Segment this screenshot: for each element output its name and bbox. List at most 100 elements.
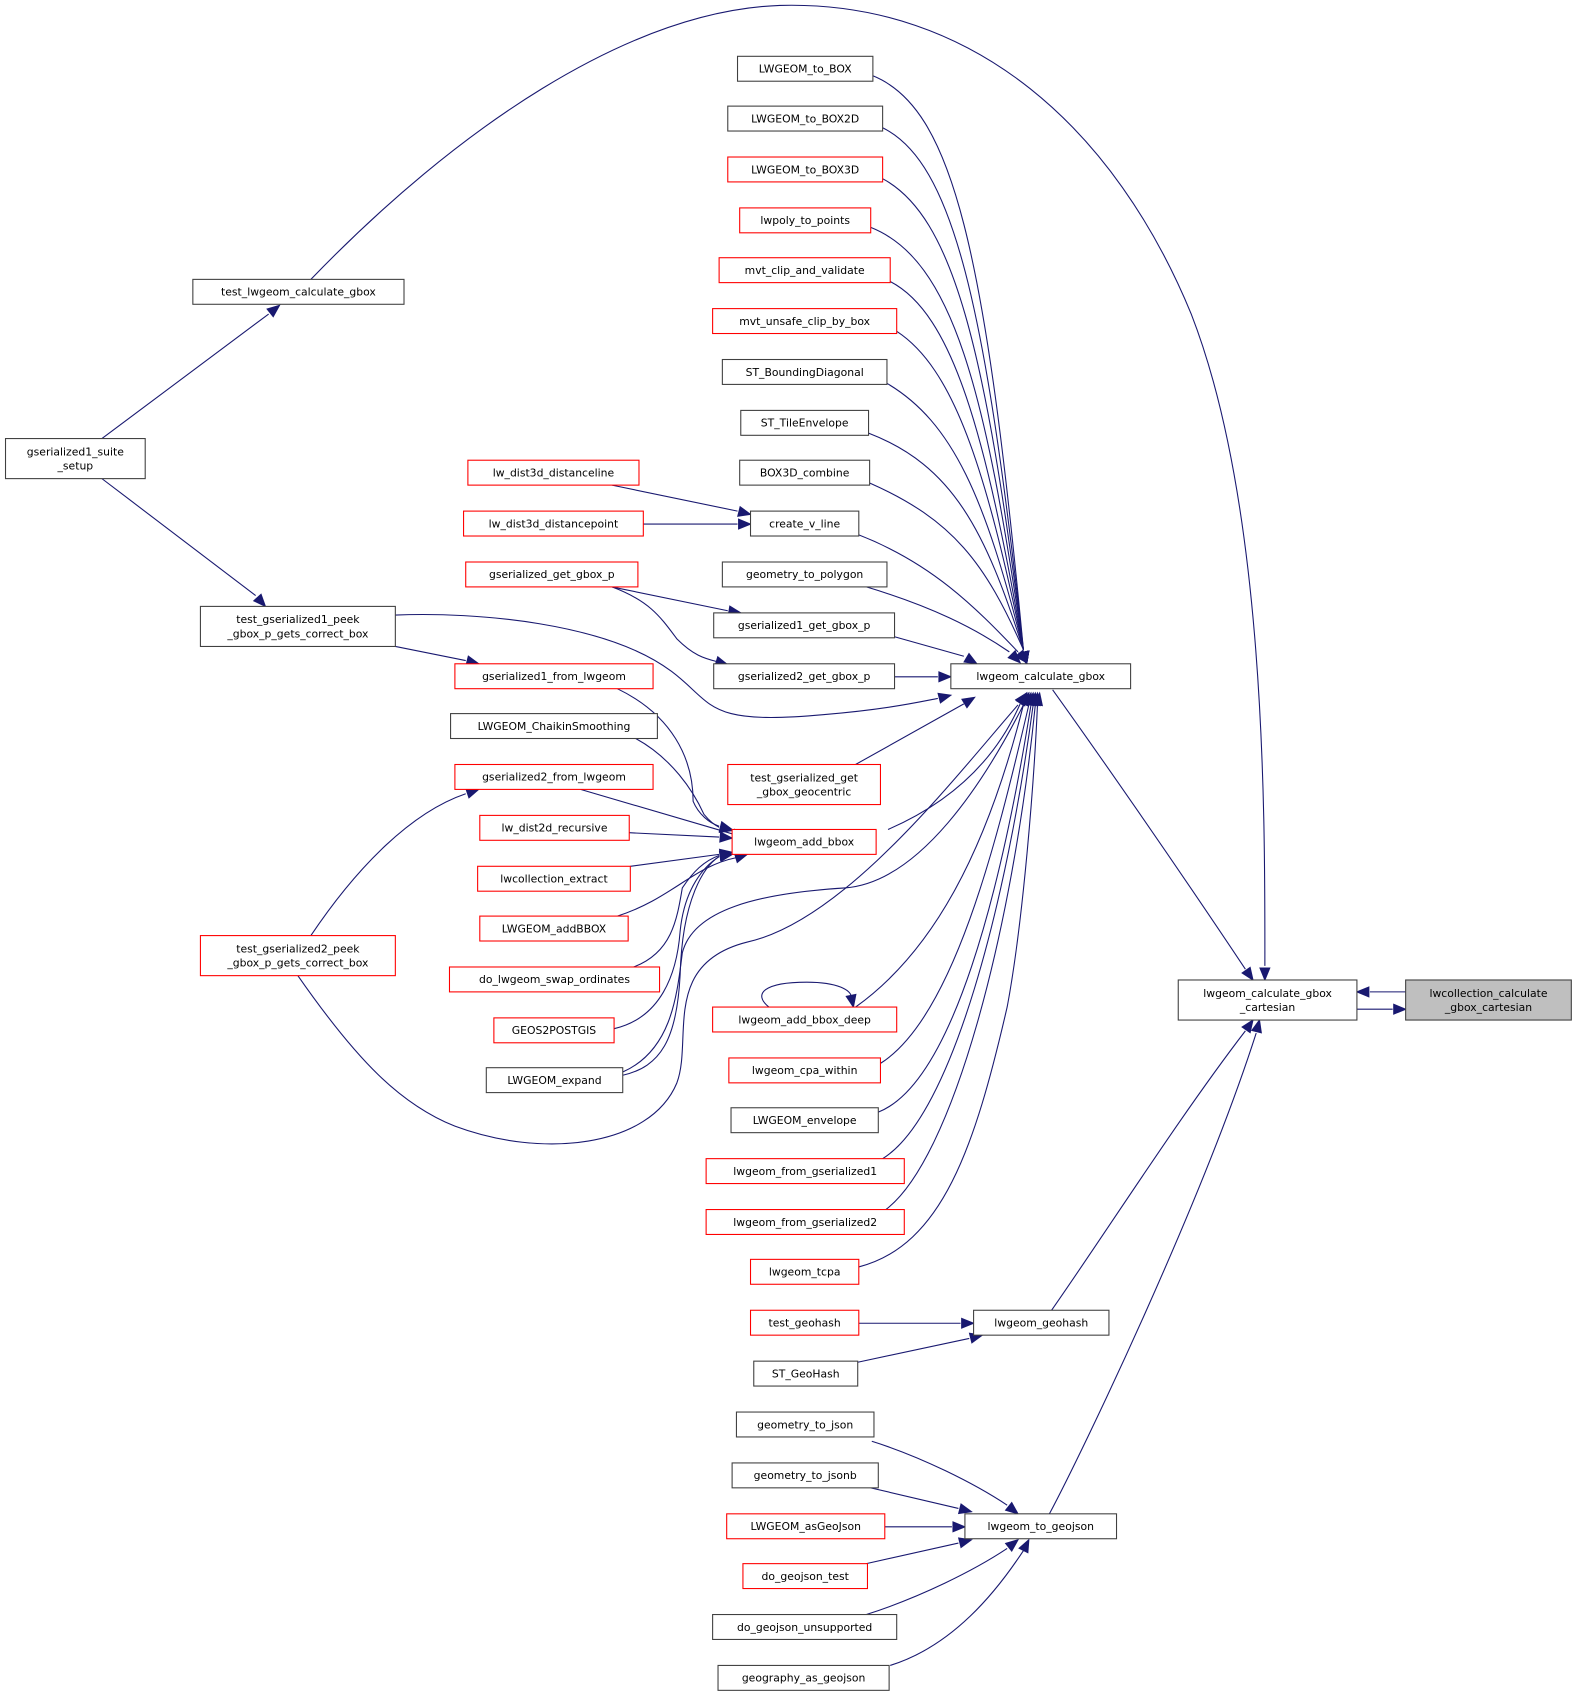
node-lw-dist3d-distanceline[interactable]: lw_dist3d_distanceline: [467, 459, 640, 486]
node-lwgeom-to-box3d[interactable]: LWGEOM_to_BOX3D: [727, 156, 884, 183]
node-lwgeom-to-box2d[interactable]: LWGEOM_to_BOX2D: [727, 105, 884, 132]
node-test-gserialized1-peek-gbox-p-gets-correct-box[interactable]: test_gserialized1_peek_gbox_p_gets_corre…: [199, 605, 396, 648]
node-box[interactable]: [479, 915, 629, 942]
node-box[interactable]: [739, 207, 872, 234]
node-box[interactable]: [731, 1462, 879, 1489]
node-st-geohash[interactable]: ST_GeoHash: [753, 1360, 859, 1387]
node-box[interactable]: [735, 1411, 875, 1438]
node-lwgeom-cpa-within[interactable]: lwgeom_cpa_within: [728, 1057, 882, 1084]
node-gserialized2-get-gbox-p[interactable]: gserialized2_get_gbox_p: [713, 663, 896, 690]
node-st-boundingdiagonal[interactable]: ST_BoundingDiagonal: [721, 358, 888, 385]
node-lwgeom-asgeojson[interactable]: LWGEOM_asGeoJson: [726, 1513, 886, 1540]
node-box[interactable]: [465, 561, 639, 588]
node-do-geojson-test[interactable]: do_geojson_test: [742, 1563, 869, 1590]
node-box[interactable]: [726, 1513, 886, 1540]
node-geography-as-geojson[interactable]: geography_as_geojson: [717, 1664, 890, 1691]
node-test-gserialized2-peek-gbox-p-gets-correct-box[interactable]: test_gserialized2_peek_gbox_p_gets_corre…: [199, 935, 396, 977]
node-mvt-unsafe-clip-by-box[interactable]: mvt_unsafe_clip_by_box: [712, 308, 898, 335]
node-box[interactable]: [727, 156, 884, 183]
node-lwgeom-from-gserialized1[interactable]: lwgeom_from_gserialized1: [705, 1158, 905, 1185]
node-lwgeom-calculate-gbox[interactable]: lwgeom_calculate_gbox: [950, 663, 1132, 690]
node-geometry-to-json[interactable]: geometry_to_json: [735, 1411, 875, 1438]
node-box[interactable]: [749, 1309, 860, 1336]
node-lwgeom-calculate-gbox-cartesian[interactable]: lwgeom_calculate_gbox_cartesian: [1177, 979, 1358, 1021]
node-box[interactable]: [477, 865, 631, 892]
node-box[interactable]: [721, 358, 888, 385]
node-lwgeom-add-bbox[interactable]: lwgeom_add_bbox: [731, 828, 877, 855]
node-box[interactable]: [1405, 979, 1572, 1021]
node-lwgeom-tcpa[interactable]: lwgeom_tcpa: [749, 1258, 860, 1285]
node-box[interactable]: [718, 257, 891, 284]
node-lwcollection-extract[interactable]: lwcollection_extract: [477, 865, 631, 892]
node-box[interactable]: [713, 663, 896, 690]
node-lwgeom-addbbox[interactable]: LWGEOM_addBBOX: [479, 915, 629, 942]
node-box[interactable]: [727, 105, 884, 132]
node-gserialized-get-gbox-p[interactable]: gserialized_get_gbox_p: [465, 561, 639, 588]
node-gserialized1-get-gbox-p[interactable]: gserialized1_get_gbox_p: [713, 612, 896, 639]
node-lwgeom-to-box[interactable]: LWGEOM_to_BOX: [736, 55, 874, 82]
node-lw-dist3d-distancepoint[interactable]: lw_dist3d_distancepoint: [463, 510, 644, 537]
node-gserialized1-from-lwgeom[interactable]: gserialized1_from_lwgeom: [454, 663, 654, 690]
node-box[interactable]: [717, 1664, 890, 1691]
node-box[interactable]: [192, 278, 405, 305]
node-box[interactable]: [199, 935, 396, 977]
node-box[interactable]: [950, 663, 1132, 690]
node-box[interactable]: [721, 561, 888, 588]
node-box[interactable]: [454, 763, 654, 790]
node-box[interactable]: [450, 713, 658, 740]
node-test-lwgeom-calculate-gbox[interactable]: test_lwgeom_calculate_gbox: [192, 278, 405, 305]
node-box[interactable]: [749, 1258, 860, 1285]
node-geometry-to-polygon[interactable]: geometry_to_polygon: [721, 561, 888, 588]
node-lwgeom-geohash[interactable]: lwgeom_geohash: [973, 1309, 1110, 1336]
node-box[interactable]: [1177, 979, 1358, 1021]
node-box[interactable]: [740, 409, 870, 436]
node-box[interactable]: [712, 1613, 898, 1640]
node-test-geohash[interactable]: test_geohash: [749, 1309, 860, 1336]
node-box[interactable]: [749, 510, 860, 537]
node-box[interactable]: [973, 1309, 1110, 1336]
node-box[interactable]: [753, 1360, 859, 1387]
node-box[interactable]: [467, 459, 640, 486]
node-box3d-combine[interactable]: BOX3D_combine: [739, 459, 871, 486]
node-lwcollection-calculate-gbox-cartesian[interactable]: lwcollection_calculate_gbox_cartesian: [1405, 979, 1572, 1021]
node-box[interactable]: [463, 510, 644, 537]
node-lwgeom-expand[interactable]: LWGEOM_expand: [485, 1067, 624, 1094]
node-box[interactable]: [728, 1057, 882, 1084]
node-lwgeom-envelope[interactable]: LWGEOM_envelope: [730, 1107, 879, 1134]
node-box[interactable]: [479, 814, 630, 841]
node-box[interactable]: [712, 308, 898, 335]
node-box[interactable]: [730, 1107, 879, 1134]
node-box[interactable]: [727, 763, 882, 806]
node-test-gserialized-get-gbox-geocentric[interactable]: test_gserialized_get_gbox_geocentric: [727, 763, 882, 806]
node-lwgeom-add-bbox-deep[interactable]: lwgeom_add_bbox_deep: [712, 1006, 898, 1033]
node-box[interactable]: [454, 663, 654, 690]
node-do-geojson-unsupported[interactable]: do_geojson_unsupported: [712, 1613, 898, 1640]
node-box[interactable]: [736, 55, 874, 82]
node-box[interactable]: [199, 605, 396, 648]
node-lwpoly-to-points[interactable]: lwpoly_to_points: [739, 207, 872, 234]
node-lwgeom-to-geojson[interactable]: lwgeom_to_geojson: [964, 1513, 1118, 1540]
node-box[interactable]: [485, 1067, 624, 1094]
node-lw-dist2d-recursive[interactable]: lw_dist2d_recursive: [479, 814, 630, 841]
node-mvt-clip-and-validate[interactable]: mvt_clip_and_validate: [718, 257, 891, 284]
node-box[interactable]: [712, 1006, 898, 1033]
node-box[interactable]: [705, 1158, 905, 1185]
node-box[interactable]: [731, 828, 877, 855]
node-do-lwgeom-swap-ordinates[interactable]: do_lwgeom_swap_ordinates: [448, 966, 661, 993]
node-box[interactable]: [448, 966, 661, 993]
node-box[interactable]: [742, 1563, 869, 1590]
node-box[interactable]: [493, 1017, 615, 1044]
node-gserialized2-from-lwgeom[interactable]: gserialized2_from_lwgeom: [454, 763, 654, 790]
node-box[interactable]: [739, 459, 871, 486]
node-gserialized1-suite-setup[interactable]: gserialized1_suite_setup: [4, 438, 146, 480]
node-geos2postgis[interactable]: GEOS2POSTGIS: [493, 1017, 615, 1044]
node-box[interactable]: [964, 1513, 1118, 1540]
node-box[interactable]: [4, 438, 146, 480]
node-create-v-line[interactable]: create_v_line: [749, 510, 860, 537]
node-box[interactable]: [705, 1209, 905, 1235]
node-geometry-to-jsonb[interactable]: geometry_to_jsonb: [731, 1462, 879, 1489]
node-st-tileenvelope[interactable]: ST_TileEnvelope: [740, 409, 870, 436]
node-box[interactable]: [713, 612, 896, 639]
node-lwgeom-from-gserialized2[interactable]: lwgeom_from_gserialized2: [705, 1209, 905, 1235]
node-lwgeom-chaikinsmoothing[interactable]: LWGEOM_ChaikinSmoothing: [450, 713, 658, 740]
